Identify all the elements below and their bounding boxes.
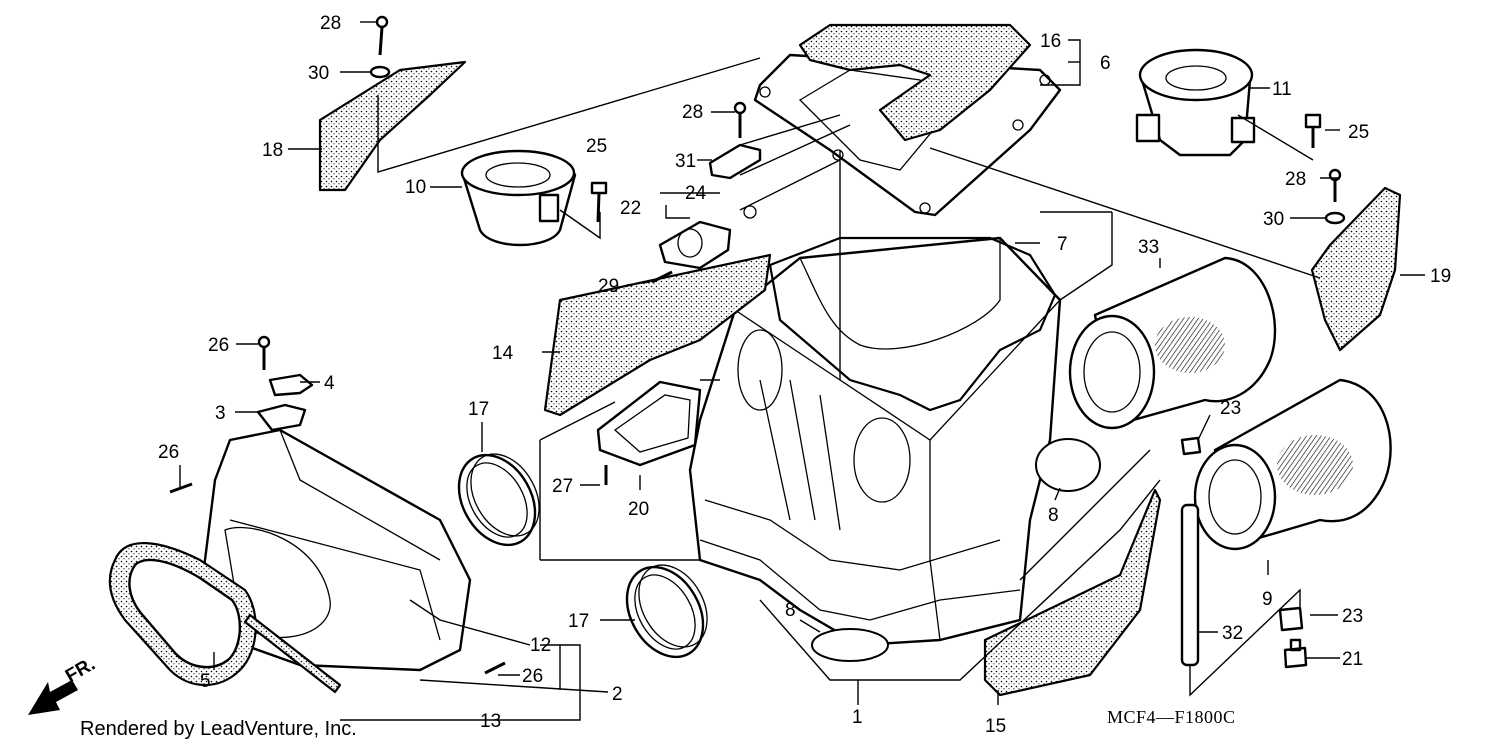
bracket-31	[708, 143, 762, 180]
insert-20	[596, 380, 702, 467]
leader-lines	[179, 21, 1425, 721]
bolt-25b	[1304, 113, 1322, 148]
part-labels: 28 30 18 10 25 28 31 24 22 29 16 6 11 25…	[158, 13, 1451, 737]
label-28: 28	[682, 102, 703, 123]
foam-14	[543, 253, 772, 417]
label-26: 26	[522, 666, 543, 687]
washer-30b	[1324, 211, 1346, 225]
front-direction-arrow	[28, 680, 78, 715]
screw-28b	[733, 101, 747, 138]
label-3: 3	[215, 403, 226, 424]
o-ring-8b	[811, 628, 889, 662]
plate-18	[318, 60, 467, 192]
label-12: 12	[530, 635, 551, 656]
label-26: 26	[208, 335, 229, 356]
label-25: 25	[586, 136, 607, 157]
washer-30a	[369, 65, 391, 79]
label-23: 23	[1342, 606, 1363, 627]
label-6: 6	[1100, 53, 1111, 74]
tube-32	[1180, 503, 1200, 667]
clamp-23b	[1278, 606, 1304, 632]
air-filter-element-33	[1068, 256, 1277, 430]
label-24: 24	[685, 183, 707, 204]
label-18: 18	[262, 140, 283, 161]
label-30: 30	[1263, 209, 1284, 230]
label-14: 14	[492, 343, 514, 364]
air-filter-element-9	[1193, 378, 1392, 551]
label-21: 21	[1342, 649, 1363, 670]
plate-3	[256, 403, 307, 432]
label-23: 23	[1220, 398, 1241, 419]
label-19: 19	[1430, 266, 1451, 287]
label-20: 20	[628, 499, 649, 520]
diagram-code: MCF4—F1800C	[1107, 707, 1236, 727]
rubber-ring-17a	[457, 453, 540, 547]
label-17: 17	[568, 611, 589, 632]
label-7: 7	[1057, 234, 1068, 255]
funnel-10	[460, 149, 577, 247]
label-15: 15	[985, 716, 1006, 737]
label-17: 17	[468, 399, 489, 420]
label-5: 5	[200, 671, 211, 692]
seal-gasket	[768, 236, 1057, 412]
label-1: 1	[852, 707, 863, 728]
label-8: 8	[1048, 505, 1059, 526]
label-29: 29	[598, 276, 619, 297]
funnel-11	[1135, 48, 1256, 157]
label-4: 4	[324, 373, 335, 394]
label-32: 32	[1222, 623, 1243, 644]
label-31: 31	[675, 151, 696, 172]
label-16: 16	[1040, 31, 1061, 52]
duct-seal-5	[108, 541, 257, 687]
screw-28c	[1328, 168, 1342, 202]
screw-26c	[484, 661, 506, 675]
render-credit: Rendered by LeadVenture, Inc.	[80, 718, 357, 740]
label-13: 13	[480, 711, 501, 732]
screw-29	[651, 270, 673, 284]
screw-26b	[169, 482, 193, 494]
label-33: 33	[1138, 237, 1159, 258]
plate-4	[268, 373, 314, 397]
label-2: 2	[612, 684, 623, 705]
bolt-21	[1283, 638, 1308, 669]
screw-26a	[257, 335, 271, 370]
label-10: 10	[405, 177, 426, 198]
label-30: 30	[308, 63, 329, 84]
label-25: 25	[1348, 122, 1369, 143]
label-9: 9	[1262, 589, 1273, 610]
bolt-25a	[590, 181, 608, 223]
rubber-ring-17b	[625, 564, 708, 659]
label-8: 8	[785, 600, 796, 621]
seal-strip-13	[243, 613, 342, 694]
label-11: 11	[1272, 79, 1292, 100]
o-ring-8a	[1035, 438, 1101, 492]
front-duct	[198, 428, 472, 672]
label-26: 26	[158, 442, 179, 463]
sensor-22	[658, 205, 757, 270]
screw-28a	[375, 15, 389, 56]
label-28: 28	[1285, 169, 1306, 190]
label-27: 27	[552, 476, 573, 497]
plate-19	[1310, 186, 1402, 352]
clamp-23a	[1180, 436, 1202, 456]
label-28: 28	[320, 13, 341, 34]
foam-15	[983, 488, 1162, 697]
air-cleaner-housing	[688, 236, 1062, 647]
label-22: 22	[620, 198, 641, 219]
lid-foam-16	[798, 23, 1032, 142]
